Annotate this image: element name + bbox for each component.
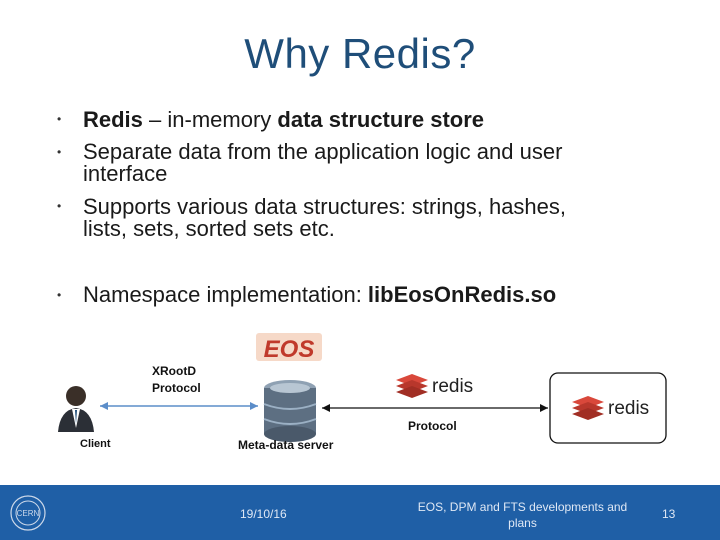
protocol-arrow	[322, 404, 548, 412]
bullet-1-bold-lead: Redis	[83, 107, 143, 132]
bullet-item-2: Separate data from the application logic…	[83, 141, 673, 185]
cern-logo-text: CERN	[17, 509, 40, 518]
protocol-label: Protocol	[408, 419, 457, 433]
eos-logo: EOS	[256, 333, 322, 363]
bullet-1-bold-tail: data structure store	[277, 107, 485, 132]
bullet-marker: •	[57, 145, 62, 159]
diagram-canvas: EOS	[58, 333, 667, 452]
slide-title: Why Redis?	[244, 30, 476, 77]
client-label: Client	[80, 438, 111, 450]
bullet-4-bold-tail: libEosOnRedis.so	[367, 282, 557, 307]
architecture-diagram: EOS	[0, 320, 720, 485]
xrootd-label-line1: XRootD	[152, 364, 196, 378]
redis-server-box: redis	[549, 372, 667, 444]
client-person-icon	[58, 386, 94, 432]
bullet-2-line-1: Separate data from the application logic…	[83, 139, 563, 164]
database-icon	[263, 380, 317, 442]
metadata-server-label: Meta-data server	[238, 438, 334, 452]
xrootd-arrow	[100, 402, 258, 410]
page-number: 13	[662, 507, 676, 521]
bullet-marker: •	[57, 288, 62, 302]
bullet-1-text: – in-memory	[142, 107, 278, 132]
footer-title: EOS, DPM and FTS developments and plans	[410, 499, 635, 531]
slide-footer: CERN 19/10/16 EOS, DPM and FTS developme…	[0, 485, 720, 540]
bullet-3-line-2: lists, sets, sorted sets etc.	[83, 216, 335, 241]
bullet-4-text: Namespace implementation:	[83, 282, 368, 307]
redis-label-1: redis	[432, 376, 473, 397]
xrootd-label-line2: Protocol	[152, 381, 201, 395]
bullet-marker: •	[57, 112, 62, 126]
bullet-marker: •	[57, 199, 62, 213]
redis-logo-icon: redis	[396, 374, 473, 398]
bullet-item-1: Redis – in-memory data structure store	[83, 109, 673, 131]
footer-date: 19/10/16	[240, 507, 287, 521]
redis-label-2: redis	[608, 398, 649, 419]
cern-logo: CERN	[10, 495, 46, 531]
bullet-2-line-2: interface	[83, 161, 168, 186]
footer-title-line-2: plans	[508, 516, 537, 530]
bullet-item-4: Namespace implementation: libEosOnRedis.…	[83, 284, 673, 306]
eos-logo-text: EOS	[264, 336, 315, 363]
footer-title-line-1: EOS, DPM and FTS developments and	[417, 500, 628, 514]
bullet-item-3: Supports various data structures: string…	[83, 196, 673, 240]
bullet-list: • Redis – in-memory data structure store…	[57, 109, 673, 306]
bullet-3-line-1: Supports various data structures: string…	[83, 194, 567, 219]
